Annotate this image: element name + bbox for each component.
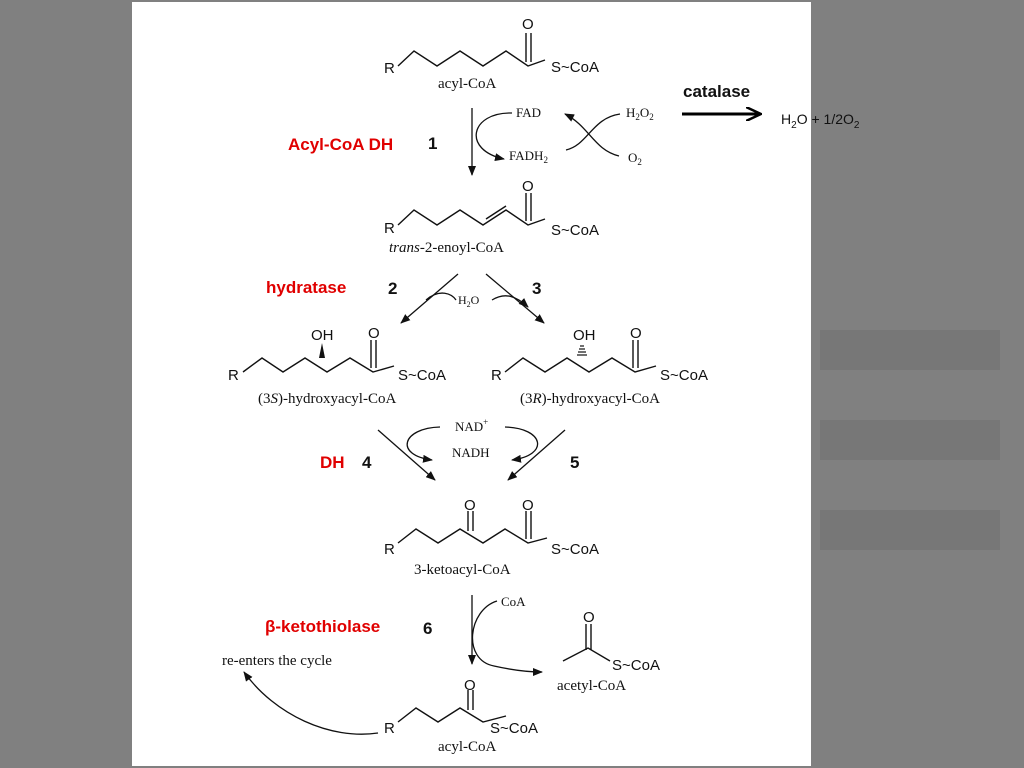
keto-oxygen: O <box>464 497 476 514</box>
r-group: R <box>228 367 239 384</box>
compound-label-3s: (3S)-hydroxyacyl-CoA <box>258 391 396 407</box>
cofactor-nad: NAD+ <box>455 417 488 434</box>
step-number-1: 1 <box>428 134 437 153</box>
molecule-3r-hydroxyacyl-coa: R OH O S~CoA (3R)-hydroxyacyl-CoA <box>491 325 708 407</box>
step-2-3-arrows <box>400 273 545 324</box>
r-group: R <box>384 541 395 558</box>
thioester-coa: S~CoA <box>551 222 599 239</box>
cofactor-h2o2: H2O2 <box>626 105 654 122</box>
thioester-coa: S~CoA <box>490 720 538 737</box>
compound-label-3r: (3R)-hydroxyacyl-CoA <box>520 391 660 407</box>
cofactor-fadh2: FADH2 <box>509 148 548 165</box>
compound-label-enoyl-coa: trans-2-enoyl-CoA <box>389 240 504 256</box>
carbonyl-oxygen: O <box>368 325 380 342</box>
carbonyl-oxygen: O <box>522 16 534 33</box>
r-group: R <box>491 367 502 384</box>
thioester-coa: S~CoA <box>398 367 446 384</box>
molecule-3s-hydroxyacyl-coa: R OH O S~CoA (3S)-hydroxyacyl-CoA <box>228 325 446 407</box>
carbonyl-oxygen: O <box>522 497 534 514</box>
cofactor-nadh: NADH <box>452 445 490 460</box>
step-number-3: 3 <box>532 279 541 298</box>
r-group: R <box>384 720 395 737</box>
hydroxyl-group: OH <box>573 327 596 344</box>
r-group: R <box>384 220 395 237</box>
thioester-coa: S~CoA <box>551 541 599 558</box>
enzyme-acyl-coa-dh: Acyl-CoA DH <box>288 135 393 154</box>
cofactor-coa: CoA <box>501 594 526 609</box>
compound-label-ketoacyl: 3-ketoacyl-CoA <box>414 562 511 578</box>
molecule-enoyl-coa: R O S~CoA trans-2-enoyl-CoA <box>384 178 599 256</box>
molecule-ketoacyl-coa: R O O S~CoA 3-ketoacyl-CoA <box>384 497 599 578</box>
enzyme-hydratase: hydratase <box>266 278 346 297</box>
enzyme-catalase: catalase <box>683 82 750 101</box>
molecule-acetyl-coa: O S~CoA acetyl-CoA <box>557 609 660 694</box>
hydroxyl-group: OH <box>311 327 334 344</box>
step-6-arrows <box>243 595 543 735</box>
enzyme-dh: DH <box>320 453 345 472</box>
enzyme-ketothiolase: β-ketothiolase <box>265 617 380 636</box>
carbonyl-oxygen: O <box>583 609 595 626</box>
carbonyl-oxygen: O <box>464 677 476 694</box>
molecule-acyl-coa-bottom: R O S~CoA acyl-CoA <box>384 677 538 755</box>
step-number-6: 6 <box>423 619 432 638</box>
compound-label-acetyl-coa: acetyl-CoA <box>557 678 626 694</box>
compound-label-acyl-coa-bottom: acyl-CoA <box>438 739 496 755</box>
thioester-coa: S~CoA <box>612 657 660 674</box>
step-1-arrows <box>468 108 621 176</box>
thioester-coa: S~CoA <box>660 367 708 384</box>
r-group: R <box>384 60 395 77</box>
step-number-5: 5 <box>570 453 579 472</box>
cofactor-fad: FAD <box>516 105 541 120</box>
watermark <box>820 330 1000 550</box>
step-4-5-arrows <box>377 426 566 481</box>
cofactor-o2: O2 <box>628 150 642 167</box>
carbonyl-oxygen: O <box>630 325 642 342</box>
reenters-cycle-label: re-enters the cycle <box>222 653 332 669</box>
compound-label-acyl-coa: acyl-CoA <box>438 76 496 92</box>
molecule-acyl-coa-top: R O S~CoA acyl-CoA <box>384 16 599 92</box>
carbonyl-oxygen: O <box>522 178 534 195</box>
thioester-coa: S~CoA <box>551 59 599 76</box>
cofactor-h2o: H2O <box>458 293 480 309</box>
step-number-4: 4 <box>362 453 372 472</box>
step-number-2: 2 <box>388 279 397 298</box>
catalase-product: H2O + 1/2O2 <box>781 111 860 131</box>
